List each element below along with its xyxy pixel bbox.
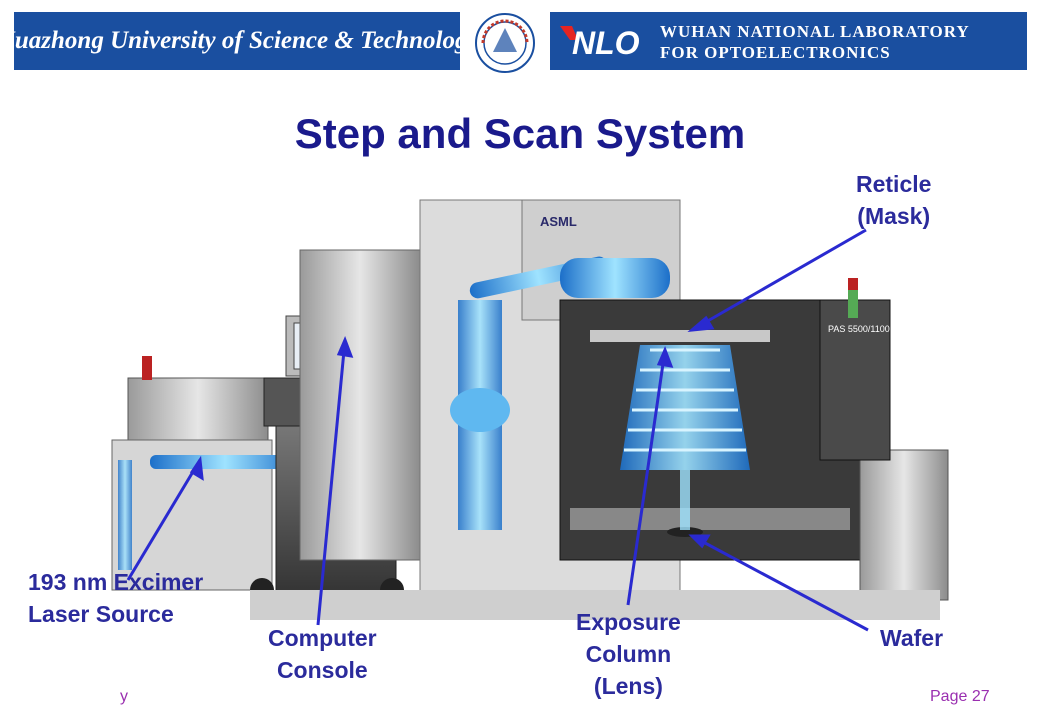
laboratory-banner: NLO WUHAN NATIONAL LABORATORY FOR OPTOEL…: [550, 12, 1027, 70]
column-arrowhead: [656, 345, 674, 368]
reticle-label-line1: Reticle: [856, 171, 932, 197]
laser-label-line1: 193 nm Excimer: [28, 569, 204, 595]
console-pointer: [316, 339, 347, 626]
column-pointer: [626, 349, 667, 606]
footer-left-text: y: [120, 688, 128, 705]
laser-arrowhead: [189, 455, 204, 481]
console-label-line2: Console: [276, 657, 368, 683]
university-banner: Huazhong University of Science & Technol…: [0, 12, 479, 70]
wafer-label: Wafer: [880, 622, 943, 654]
reticle-label-line2: (Mask): [857, 203, 931, 229]
slide-title: Step and Scan System: [294, 110, 746, 157]
reticle-arrowhead: [687, 315, 715, 332]
column-label-line1: Exposure: [576, 609, 681, 635]
laser-pointer: [126, 459, 202, 581]
lab-name-line2: FOR OPTOELECTRONICS: [660, 43, 891, 62]
laser-source-label: 193 nm Excimer Laser Source: [28, 566, 203, 630]
reticle-label: Reticle (Mask): [856, 168, 931, 232]
console-arrowhead: [336, 335, 354, 358]
asml-logo: ASML: [540, 214, 577, 229]
reticle-pointer: [691, 228, 867, 332]
wnlo-logo-icon: NLO: [560, 25, 640, 61]
console-label-line1: Computer: [268, 625, 377, 651]
svg-text:NLO: NLO: [572, 25, 640, 61]
machine-base: [250, 590, 940, 620]
column-label-line2: Column: [585, 641, 672, 667]
wafer-label-text: Wafer: [880, 625, 944, 651]
exposure-column-label: Exposure Column (Lens): [576, 606, 681, 702]
page-number: Page 27: [930, 688, 990, 705]
console-label: Computer Console: [268, 622, 377, 686]
wafer-pointer: [691, 534, 869, 632]
column-label-line3: (Lens): [593, 673, 663, 699]
university-name: Huazhong University of Science & Technol…: [0, 27, 479, 54]
university-seal-icon: [475, 13, 535, 73]
laser-label-line2: Laser Source: [28, 601, 174, 627]
wafer-arrowhead: [688, 534, 711, 549]
exposure-section: PAS 5500/1100: [559, 278, 949, 601]
model-plate: PAS 5500/1100: [828, 324, 890, 334]
lab-name-line1: WUHAN NATIONAL LABORATORY: [660, 22, 970, 41]
label-pointers: [126, 228, 869, 632]
